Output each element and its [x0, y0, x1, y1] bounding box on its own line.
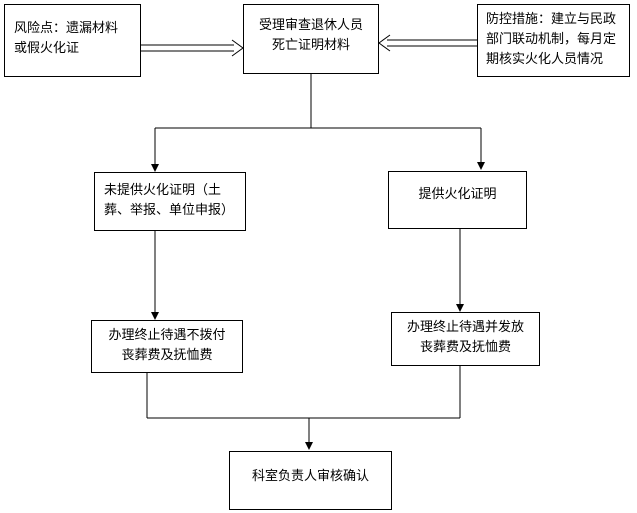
terminate-with-payment-box: 办理终止待遇并发放 丧葬费及抚恤费	[391, 312, 540, 366]
review-materials-box: 受理审查退休人员 死亡证明材料	[243, 4, 379, 74]
with-cremation-cert-box: 提供火化证明	[388, 171, 527, 229]
terminate-no-payment-box: 办理终止待遇不拨付 丧葬费及抚恤费	[91, 320, 243, 373]
no-cremation-cert-box: 未提供火化证明（土 葬、举报、单位申报）	[94, 172, 246, 231]
prevention-line-2: 部门联动机制，每月定	[486, 32, 617, 47]
no-pay-line-1: 办理终止待遇不拨付	[108, 328, 226, 343]
pay-line-1: 办理终止待遇并发放	[406, 320, 524, 335]
no-cert-line-1: 未提供火化证明（土	[104, 183, 222, 198]
no-pay-line-2: 丧葬费及抚恤费	[121, 348, 213, 363]
no-cert-line-2: 葬、举报、单位申报）	[104, 203, 235, 218]
review-line-2: 死亡证明材料	[271, 38, 350, 53]
prevention-to-review-arrow	[378, 34, 477, 52]
review-line-1: 受理审查退休人员	[258, 18, 363, 33]
with-cert-line-1: 提供火化证明	[418, 187, 497, 202]
risk-to-review-arrow	[141, 39, 244, 57]
risk-point-box: 风险点：遗漏材料 或假火化证	[4, 4, 141, 77]
risk-point-line-1: 风险点：遗漏材料	[14, 21, 119, 36]
prevention-line-3: 期核实火化人员情况	[486, 52, 604, 67]
prevention-measures-box: 防控措施：建立与民政 部门联动机制，每月定 期核实火化人员情况	[477, 4, 630, 77]
supervisor-confirm-box: 科室负责人审核确认	[229, 451, 392, 510]
confirm-line-1: 科室负责人审核确认	[251, 469, 369, 484]
pay-line-2: 丧葬费及抚恤费	[419, 340, 511, 355]
risk-point-line-2: 或假火化证	[14, 41, 80, 56]
prevention-line-1: 防控措施：建立与民政	[486, 12, 617, 27]
